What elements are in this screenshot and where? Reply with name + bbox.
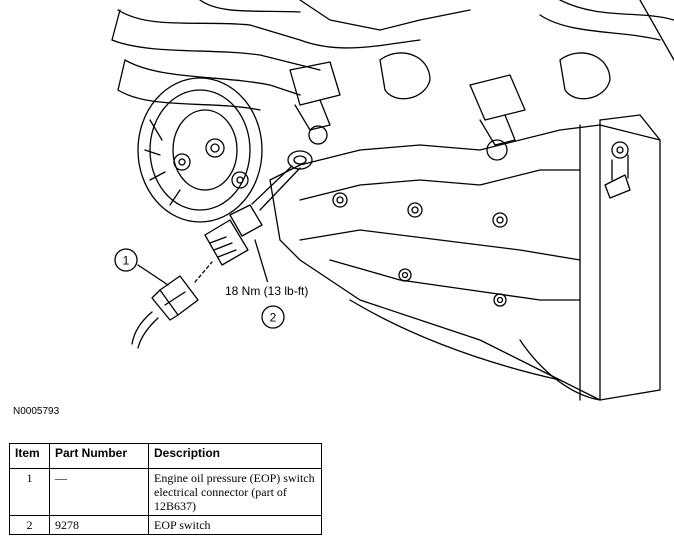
torque-spec-label: 18 Nm (13 lb-ft) xyxy=(225,284,308,298)
engine-illustration: 1 2 18 Nm (13 lb-ft) xyxy=(111,0,674,401)
header-part-number: Part Number xyxy=(49,443,149,469)
ignition-coils xyxy=(289,52,611,161)
row-description: Engine oil pressure (EOP) switch electri… xyxy=(148,468,322,516)
header-description: Description xyxy=(148,443,322,469)
row-description: EOP switch xyxy=(148,515,322,535)
callout-leaders xyxy=(137,239,271,291)
row-item: 1 xyxy=(9,468,50,516)
table-header-row: Item Part Number Description xyxy=(9,443,322,469)
engine-block xyxy=(269,114,661,401)
callout-1: 1 xyxy=(114,248,138,272)
row-part-number: — xyxy=(49,468,149,516)
callout-2-label: 2 xyxy=(270,311,277,325)
parts-table: Item Part Number Description 1 — Engine … xyxy=(9,443,322,535)
crank-pulley xyxy=(137,77,263,223)
row-item: 2 xyxy=(9,515,50,535)
eop-switch-assembly xyxy=(131,150,313,349)
table-row: 1 — Engine oil pressure (EOP) switch ele… xyxy=(9,468,322,516)
header-item: Item xyxy=(9,443,50,469)
callout-2: 2 xyxy=(261,305,285,329)
bolts xyxy=(332,141,631,307)
figure-id: N0005793 xyxy=(13,406,60,417)
callout-1-label: 1 xyxy=(123,254,130,268)
row-part-number: 9278 xyxy=(49,515,149,535)
table-row: 2 9278 EOP switch xyxy=(9,515,322,535)
upper-engine-hoses xyxy=(111,0,674,111)
